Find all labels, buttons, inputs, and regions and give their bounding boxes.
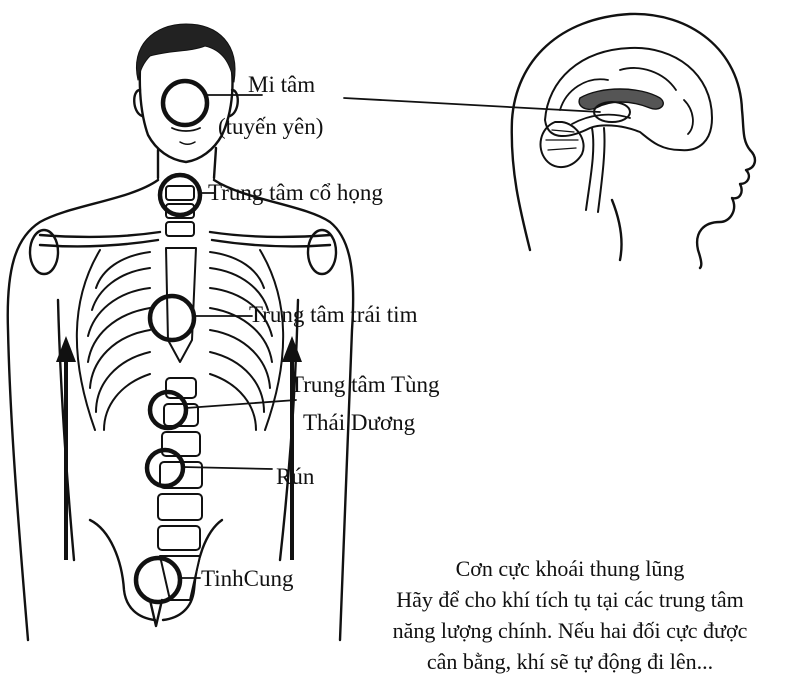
caption: Cơn cực khoái thung lũng Hãy để cho khí … xyxy=(330,553,809,677)
label-mi-tam: Mi tâm xyxy=(248,72,315,98)
brain-profile-icon xyxy=(512,14,755,268)
chakra-mi-tam xyxy=(163,81,207,125)
leader-lines xyxy=(180,95,600,578)
label-trai-tim: Trung tâm trái tim xyxy=(249,302,417,328)
caption-line2: năng lượng chính. Nếu hai đối cực được xyxy=(330,615,809,646)
caption-title: Cơn cực khoái thung lũng xyxy=(330,553,809,584)
label-tung-line2: Thái Dương xyxy=(303,410,415,436)
hair xyxy=(136,24,235,82)
label-tuyen-yen: (tuyến yên) xyxy=(218,114,323,140)
label-run: Rún xyxy=(276,464,314,490)
label-tung-line1: Trung tâm Tùng xyxy=(290,372,440,398)
label-tinh-cung: TinhCung xyxy=(201,566,293,592)
label-co-hong: Trung tâm cổ họng xyxy=(208,180,383,206)
caption-line1: Hãy để cho khí tích tụ tại các trung tâm xyxy=(330,584,809,615)
caption-line3: cân bằng, khí sẽ tự động đi lên... xyxy=(330,646,809,677)
